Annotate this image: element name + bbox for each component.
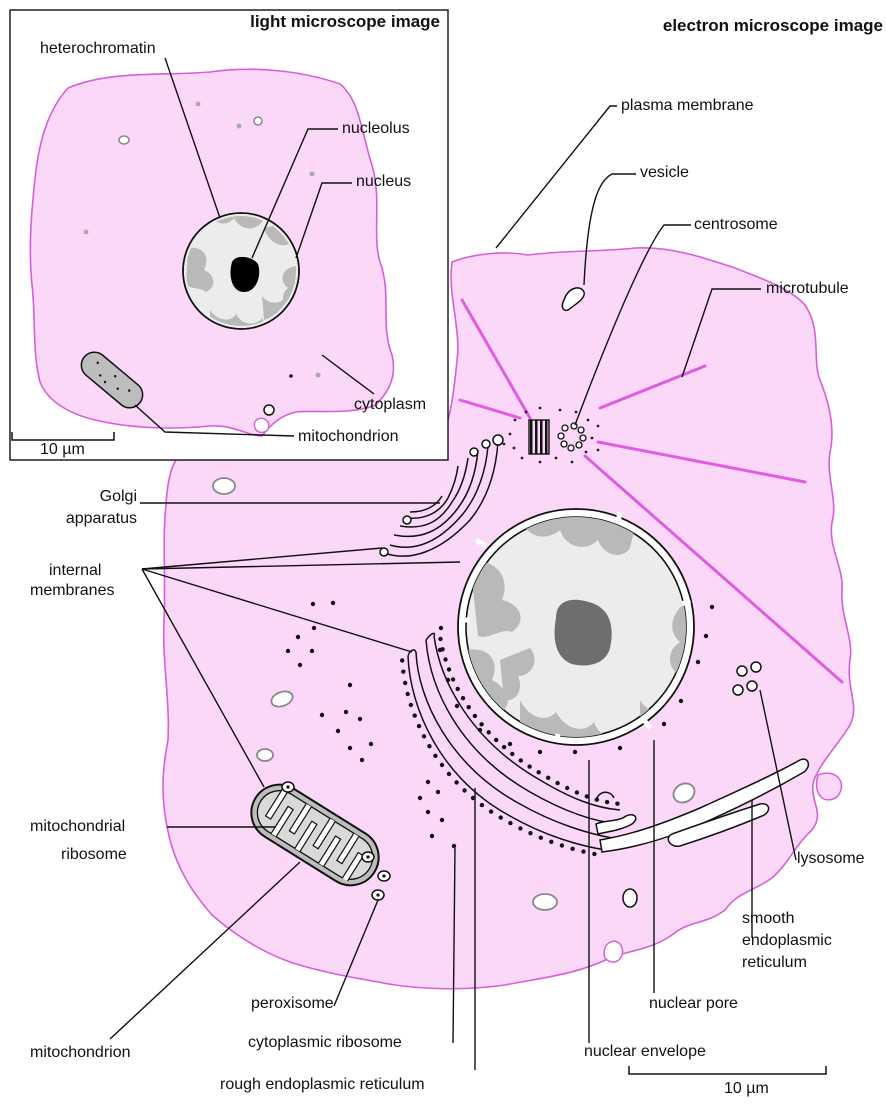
label-lm-mitochondrion: mitochondrion [298,428,399,446]
rer-ribosome [456,687,460,691]
rer-ribosome [401,670,405,674]
rer-ribosome [494,738,498,742]
em-membrane-pocket [817,773,842,800]
label-em-mitochondrion: mitochondrion [30,1044,131,1062]
label-cytoplasmic-ribosome: cytoplasmic ribosome [248,1034,402,1052]
em-scale-bar-line [629,1066,826,1074]
rer-ribosome [440,647,444,651]
label-smooth-er-line2: endoplasmic [742,932,832,950]
label-internal-line2: membranes [30,582,114,600]
rer-ribosome [454,780,458,784]
label-nucleus: nucleus [356,173,411,191]
label-vesicle: vesicle [640,164,689,182]
rer-ribosome [462,788,466,792]
label-heterochromatin: heterochromatin [40,40,156,58]
rer-ribosome [615,802,619,806]
rer-ribosome [539,836,543,840]
rer-ribosome [499,815,503,819]
rer-ribosome [592,852,596,856]
rer-ribosome [518,826,522,830]
label-golgi-line2: apparatus [66,510,137,528]
label-cytoplasm: cytoplasm [354,396,426,414]
rer-ribosome [570,847,574,851]
rer-ribosome [447,667,451,671]
rer-ribosome [467,705,471,709]
rer-ribosome [438,637,442,641]
label-smooth-er-line1: smooth [742,910,794,928]
rer-ribosome [473,714,477,718]
label-lysosome: lysosome [797,850,865,868]
rer-ribosome [537,770,541,774]
rer-ribosome [519,758,523,762]
rer-ribosome [510,752,514,756]
rer-ribosome [461,696,465,700]
label-peroxisome: peroxisome [251,995,334,1013]
rer-ribosome [406,692,410,696]
rer-ribosome [480,803,484,807]
rer-ribosome [400,658,404,662]
label-centrosome: centrosome [694,216,778,234]
label-golgi-line1: Golgi [100,488,137,506]
label-smooth-er-line3: reticulum [742,954,807,972]
rer-ribosome [489,809,493,813]
rer-ribosome [546,776,550,780]
rer-ribosome [422,734,426,738]
rer-ribosome [575,790,579,794]
rer-ribosome [403,681,407,685]
label-microtubule: microtubule [766,280,849,298]
rer-ribosome [581,849,585,853]
rer-ribosome [565,786,569,790]
rer-ribosome [451,677,455,681]
rer-ribosome [440,763,444,767]
rer-ribosome [555,781,559,785]
rer-ribosome [595,798,599,802]
rer-ribosome [447,772,451,776]
rer-ribosome [508,821,512,825]
lm-membrane-pocket [254,418,269,432]
label-nuclear-envelope: nuclear envelope [584,1043,706,1061]
rer-ribosome [433,754,437,758]
rer-ribosome [409,703,413,707]
rer-ribosome [479,722,483,726]
rer-ribosome [549,840,553,844]
label-internal-line1: internal [49,562,101,580]
label-mito-ribosome-line1: mitochondrial [30,818,125,836]
rer-ribosome [605,800,609,804]
rer-ribosome [527,764,531,768]
rer-ribosome [487,730,491,734]
rer-ribosome [417,724,421,728]
em-membrane-pocket [604,941,622,962]
label-nuclear-pore: nuclear pore [649,995,738,1013]
electron-panel-title: electron microscope image [663,17,883,35]
rer-ribosome [443,657,447,661]
rer-ribosome [560,843,564,847]
lm-scale-bar-label: 10 µm [40,441,85,459]
rer-ribosome [502,745,506,749]
rer-ribosome [413,713,417,717]
light-panel-title: light microscope image [250,13,440,31]
label-nucleolus: nucleolus [342,120,410,138]
rer-ribosome [528,831,532,835]
em-scale-bar-label: 10 µm [724,1080,769,1098]
label-plasma-membrane: plasma membrane [621,97,754,115]
rer-ribosome [427,744,431,748]
label-mito-ribosome-line2: ribosome [61,846,127,864]
label-rough-er: rough endoplasmic reticulum [220,1076,425,1094]
